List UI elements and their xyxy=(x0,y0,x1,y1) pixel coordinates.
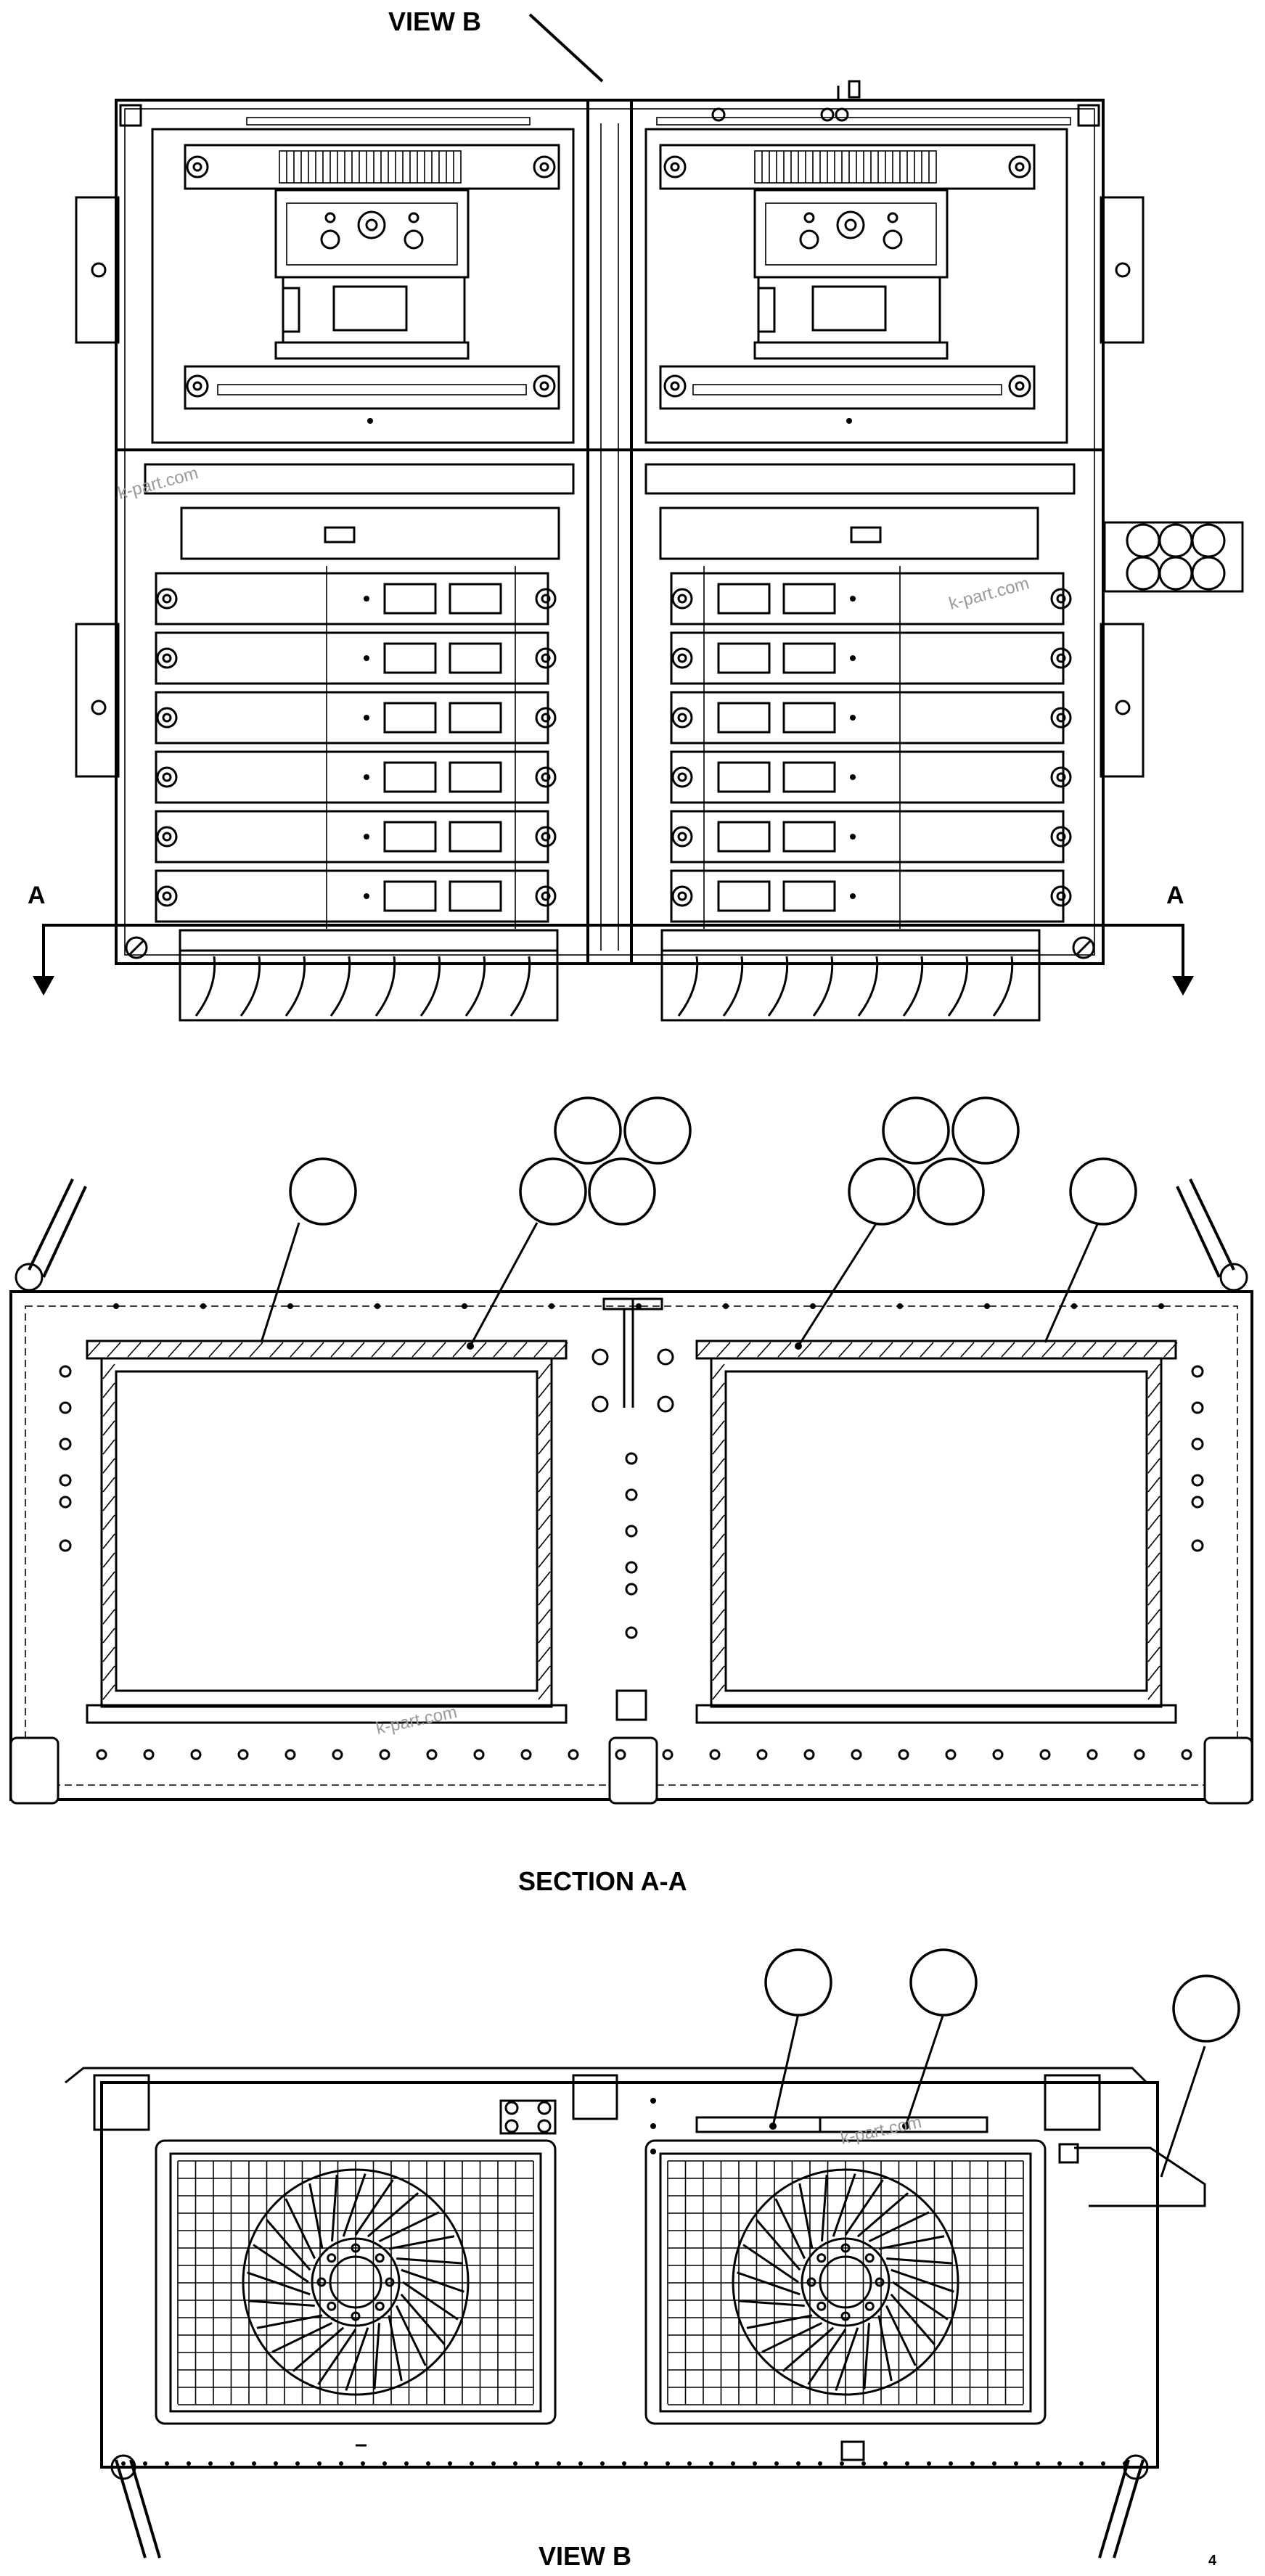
watermark-2: k-part.com xyxy=(947,573,1031,613)
bottom-view: VIEW B 4 k-part.com xyxy=(65,2013,1217,2571)
callouts xyxy=(289,1096,1240,2043)
callout-bubble-10 xyxy=(1069,1157,1137,1226)
callout-bubble-7 xyxy=(951,1096,1020,1165)
view-b-bottom-label: VIEW B xyxy=(539,2541,631,2571)
callout-bubble-11 xyxy=(764,1948,832,2017)
callout-bubble-9 xyxy=(917,1157,985,1226)
right-fan-module xyxy=(644,128,1068,444)
right-module-stack xyxy=(670,566,1065,929)
callout-bubble-5 xyxy=(588,1157,656,1226)
callout-bubble-8 xyxy=(848,1157,916,1226)
callout-bubble-3 xyxy=(623,1096,692,1165)
callout-bubble-6 xyxy=(882,1096,950,1165)
callout-bubble-13 xyxy=(1172,1974,1240,2043)
callout-bubble-4 xyxy=(519,1157,587,1226)
section-a-a-title: SECTION A-A xyxy=(518,1866,687,1896)
top-view: VIEW B xyxy=(28,7,1244,1022)
section-arrow-left-label: A xyxy=(28,882,46,909)
section-arrow-right-label: A xyxy=(1166,882,1184,909)
watermark-1: k-part.com xyxy=(116,463,200,503)
section-a-a-view: SECTION A-A k-part.com xyxy=(9,1178,1253,1896)
left-fan-module xyxy=(151,128,575,444)
callout-bubble-2 xyxy=(554,1096,622,1165)
callout-bubble-12 xyxy=(909,1948,978,2017)
view-b-top-label: VIEW B xyxy=(388,7,481,36)
left-module-stack xyxy=(155,566,549,929)
callout-bubble-1 xyxy=(289,1157,357,1226)
sheet-code-label: 4 xyxy=(1208,2553,1217,2569)
